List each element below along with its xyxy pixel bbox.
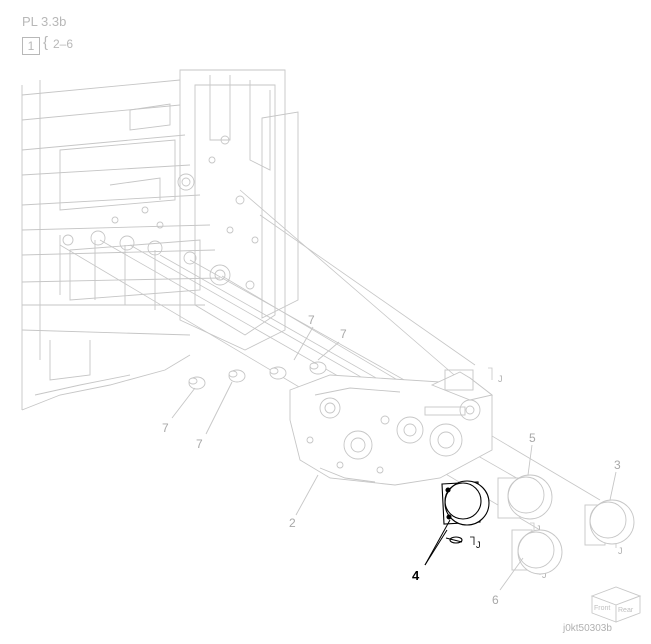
figure-code: j0kt50303b [563, 623, 612, 634]
j-marker: J [498, 374, 503, 384]
callout-5: 5 [529, 431, 536, 445]
j-marker-highlight: J [476, 540, 481, 550]
j-bracket-highlight [470, 536, 475, 545]
cube-front-label: Front [594, 605, 610, 612]
cube-rear-label: Rear [618, 607, 634, 614]
motor-part-4 [441, 480, 490, 544]
bearing [309, 361, 327, 375]
parts-list-title: PL 3.3b [22, 14, 67, 29]
bearing-parts [188, 361, 327, 390]
leader-lines-highlight [424, 519, 451, 566]
callout-7: 7 [340, 327, 347, 341]
bearing [188, 376, 206, 390]
item-number-box: 1 [22, 37, 40, 55]
j-marker: J [536, 524, 541, 534]
j-marker: J [618, 546, 623, 556]
motor-part-6 [511, 529, 563, 575]
machine-frame [21, 69, 299, 411]
orientation-cube [590, 586, 642, 623]
gear-drive-assembly [289, 369, 494, 486]
callout-7: 7 [196, 437, 203, 451]
callout-3: 3 [614, 458, 621, 472]
bearing [228, 369, 246, 383]
motor-part-3 [584, 499, 635, 546]
motor-part-5 [497, 474, 553, 520]
range-brace: { [43, 34, 49, 51]
leader-lines [171, 326, 617, 591]
frame-holes [62, 135, 259, 290]
bearing [269, 366, 287, 380]
callout-6: 6 [492, 593, 499, 607]
callout-4: 4 [412, 568, 420, 583]
callout-2: 2 [289, 516, 296, 530]
item-range: 2–6 [53, 37, 74, 51]
callout-7: 7 [308, 313, 315, 327]
j-marker: J [542, 570, 547, 580]
callout-7: 7 [162, 421, 169, 435]
